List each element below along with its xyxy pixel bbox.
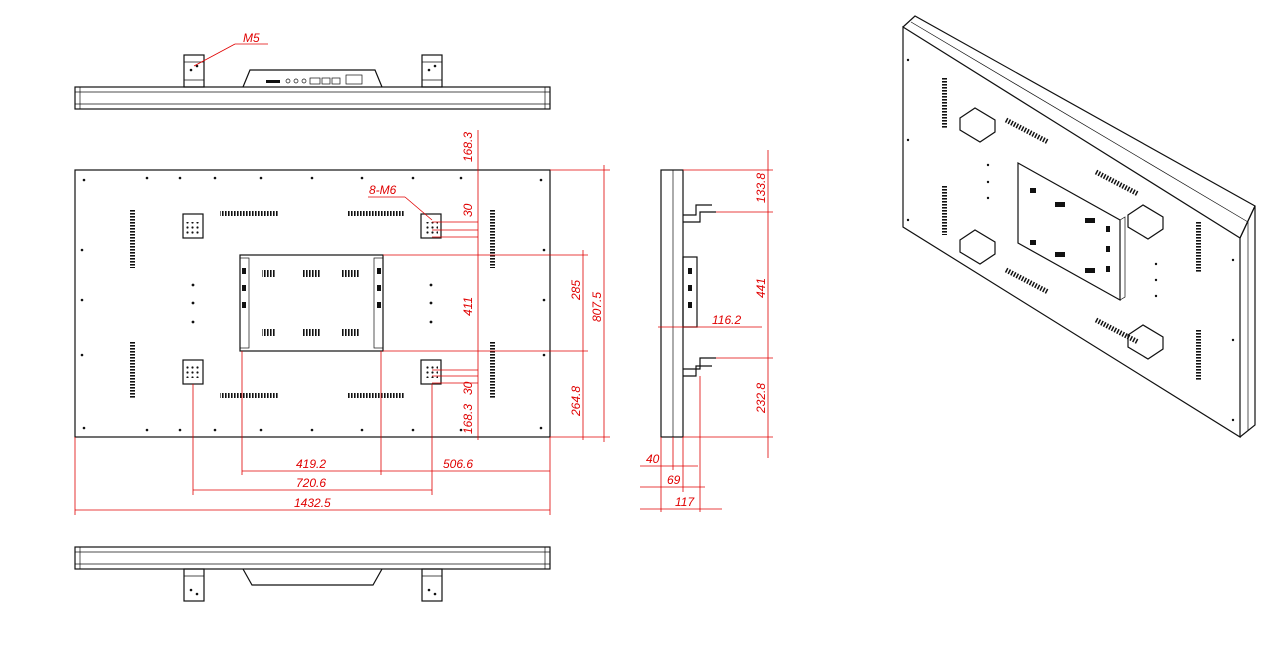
dim-1432-5: 1432.5	[294, 496, 331, 510]
rear-view	[74, 169, 551, 438]
dim-133-8: 133.8	[754, 173, 768, 203]
top-view: M5	[74, 31, 551, 110]
dim-40: 40	[646, 452, 660, 466]
dim-807-5: 807.5	[590, 292, 604, 322]
dim-411: 411	[461, 297, 475, 316]
dim-30-bot: 30	[461, 381, 475, 395]
center-plate	[239, 254, 384, 352]
dim-69: 69	[667, 473, 681, 487]
dim-168-3-bot: 168.3	[461, 404, 475, 434]
dim-264-8: 264.8	[569, 386, 583, 417]
isometric-view	[902, 15, 1256, 439]
top-bracket-left	[183, 54, 205, 88]
mount-bracket-br	[420, 359, 442, 385]
perimeter-screws	[80, 176, 546, 432]
dim-116-2: 116.2	[712, 313, 741, 327]
dim-232-8: 232.8	[754, 383, 768, 414]
top-bracket-right	[421, 54, 443, 88]
dim-441: 441	[754, 278, 768, 298]
rear-view-dimensions: 8-M6 168.3 30 411 30 168.3 285 264.8 807…	[74, 130, 610, 515]
dim-117: 117	[675, 495, 695, 509]
side-view-dimensions: 133.8 441 232.8 116.2 40 69 117	[640, 150, 773, 512]
mount-bracket-tl	[182, 213, 204, 239]
bottom-view	[74, 546, 551, 602]
mount-bracket-tr	[420, 213, 442, 239]
dim-419-2: 419.2	[296, 457, 326, 471]
io-ports	[266, 74, 363, 85]
label-m5: M5	[243, 31, 260, 45]
mount-bracket-bl	[182, 359, 204, 385]
side-view	[660, 169, 716, 438]
vent-slots	[130, 210, 495, 399]
dim-720-6: 720.6	[296, 476, 326, 490]
label-8-m6: 8-M6	[369, 183, 397, 197]
dim-506-6: 506.6	[443, 457, 473, 471]
dim-30-top: 30	[461, 203, 475, 217]
dim-168-3-top: 168.3	[461, 132, 475, 162]
dim-285: 285	[569, 280, 583, 301]
